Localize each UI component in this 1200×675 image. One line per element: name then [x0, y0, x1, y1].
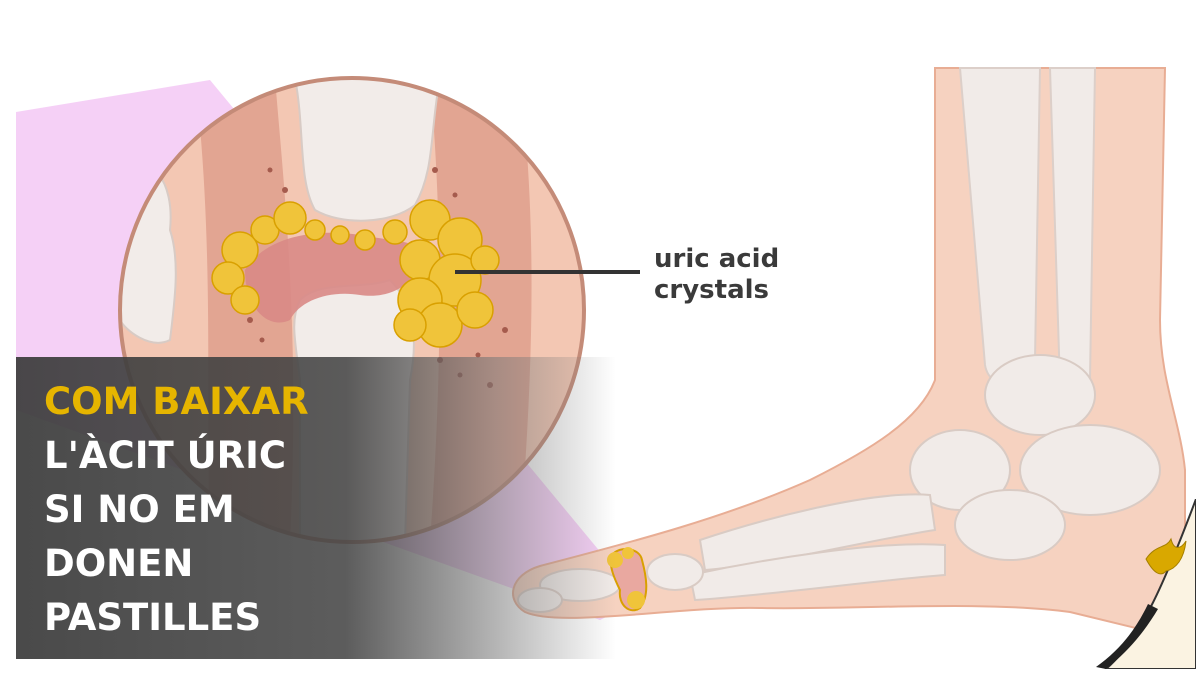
- label-line-1: uric acid: [654, 244, 780, 274]
- headline-line-2: L'ÀCIT ÚRIC: [44, 434, 287, 477]
- uric-acid-crystals-label: uric acid crystals: [654, 244, 779, 306]
- headline-line-3: SI NO EM: [44, 488, 235, 531]
- headline: COM BAIXAR L'ÀCIT ÚRIC SI NO EM DONEN PA…: [44, 375, 309, 645]
- foot: [512, 67, 1186, 642]
- label-line-2: crystals: [654, 275, 770, 305]
- rat-penat-logo: [1096, 499, 1196, 669]
- headline-line-5: PASTILLES: [44, 596, 262, 639]
- headline-line-1: COM BAIXAR: [44, 380, 309, 423]
- bat-icon: [1145, 537, 1187, 575]
- title-banner: [16, 357, 616, 659]
- headline-line-4: DONEN: [44, 542, 194, 585]
